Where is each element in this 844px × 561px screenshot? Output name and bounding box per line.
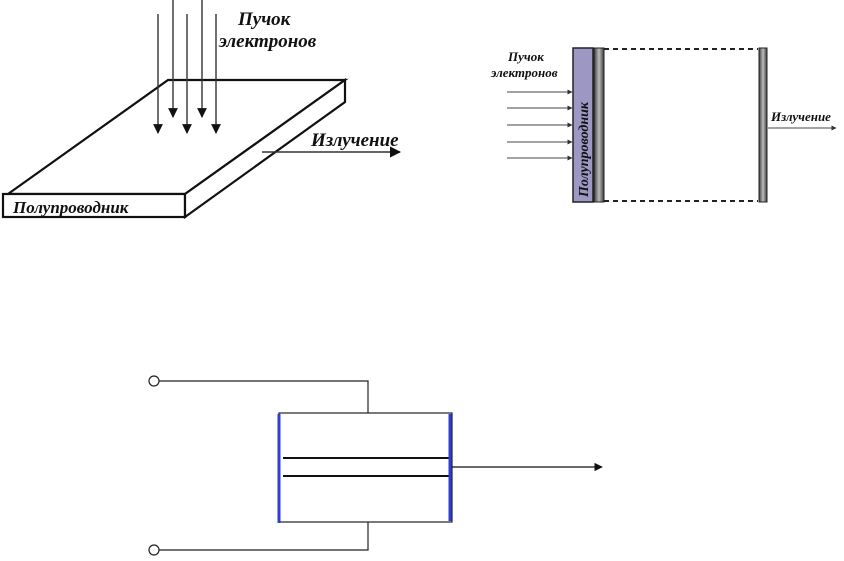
terminal-bottom <box>148 544 160 556</box>
semiconductor-label: Полупроводник <box>577 101 592 198</box>
emission-label: Излучение <box>770 109 831 124</box>
beam-label-line1: Пучок <box>237 9 292 30</box>
semiconductor-label: Полупроводник <box>12 198 129 217</box>
electron-beam-arrows <box>507 89 573 161</box>
beam-label-line2: электронов <box>490 65 558 80</box>
slab-side-face <box>183 77 347 220</box>
diagram-2-laser-resonator: Полупроводник Пучок электронов Излучение <box>490 47 837 203</box>
emission-label: Излучение <box>310 130 399 151</box>
diagram-1-electron-beam-pumping: Полупроводник Пучок электронов Излучение <box>1 0 402 220</box>
electron-beam-arrows <box>153 0 221 134</box>
laser-diode-body <box>278 412 453 523</box>
wire-top <box>159 380 369 413</box>
beam-label-line1: Пучок <box>507 49 544 64</box>
left-mirror <box>593 47 605 203</box>
semiconductor-crystal <box>572 47 594 203</box>
right-mirror <box>758 47 768 203</box>
terminal-top <box>148 375 160 387</box>
semiconductor-slab: Полупроводник <box>1 77 349 220</box>
diagram-3-injection-laser-circuit <box>148 375 603 556</box>
beam-label-line2: электронов <box>218 31 317 52</box>
wire-bottom <box>159 522 369 551</box>
